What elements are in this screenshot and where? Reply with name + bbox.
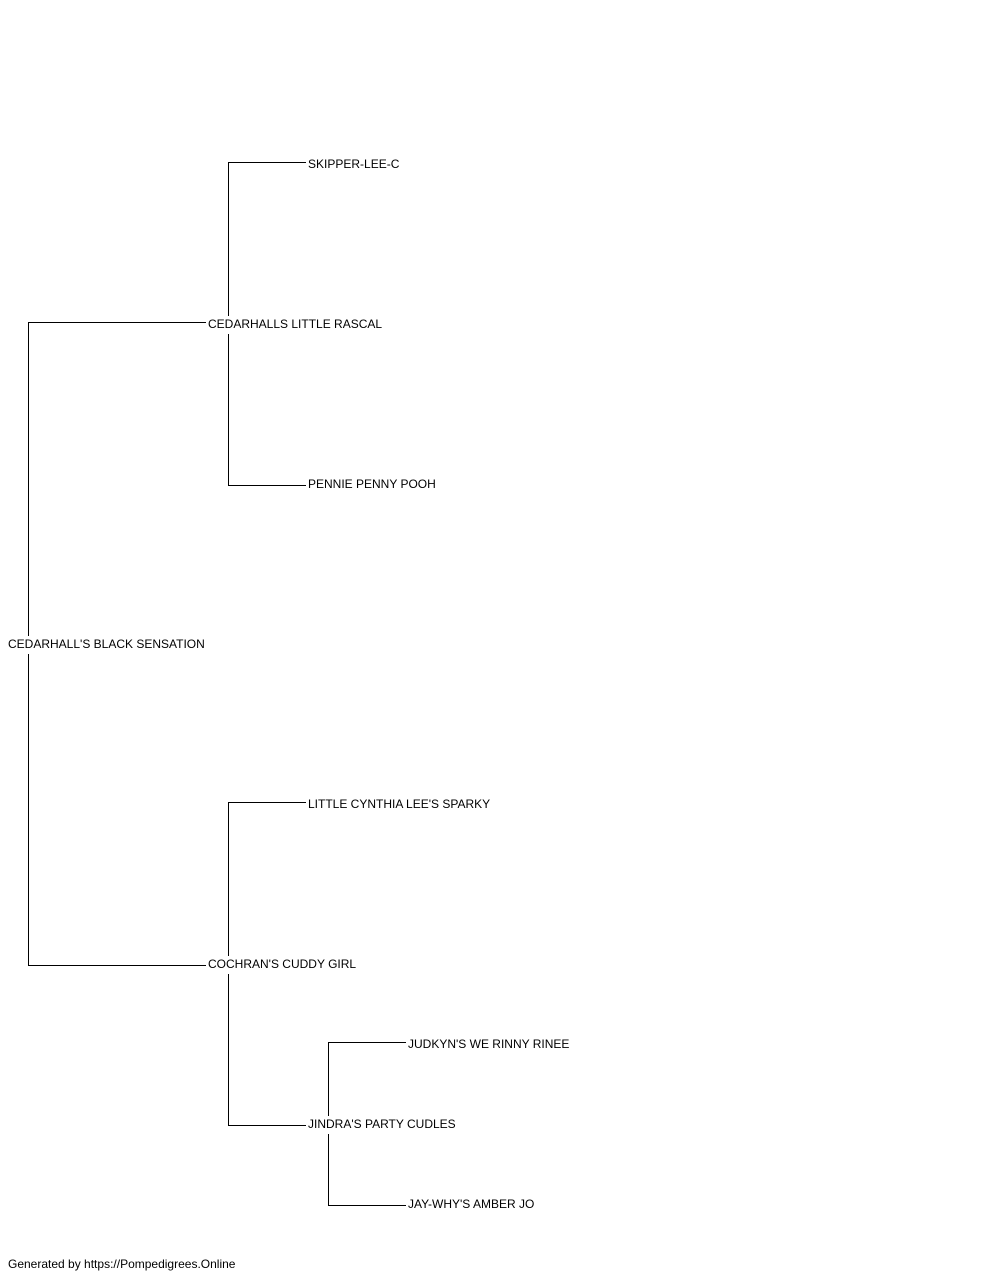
pedigree-node-dam-dam: JINDRA'S PARTY CUDLES (308, 1117, 458, 1131)
pedigree-node-dam: COCHRAN'S CUDDY GIRL (208, 957, 359, 971)
pedigree-node-dam-sire: LITTLE CYNTHIA LEE'S SPARKY (308, 797, 493, 811)
pedigree-node-sire: CEDARHALLS LITTLE RASCAL (208, 317, 385, 331)
pedigree-node-dam-dam-dam: JAY-WHY'S AMBER JO (408, 1197, 537, 1211)
pedigree-node-subject: CEDARHALL'S BLACK SENSATION (8, 637, 207, 651)
pedigree-node-sire-sire: SKIPPER-LEE-C (308, 157, 402, 171)
pedigree-node-dam-dam-sire: JUDKYN'S WE RINNY RINEE (408, 1037, 572, 1051)
pedigree-node-sire-dam: PENNIE PENNY POOH (308, 477, 438, 491)
generated-by-footer: Generated by https://Pompedigrees.Online (8, 1257, 236, 1271)
